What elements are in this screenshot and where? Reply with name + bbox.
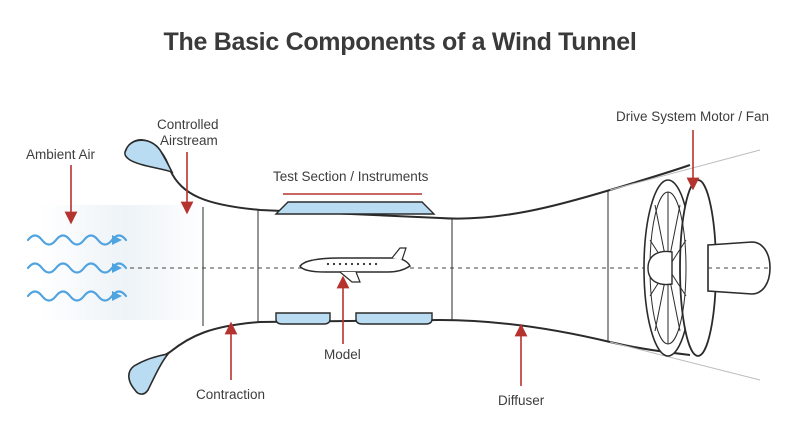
- label-test-section: Test Section / Instruments: [273, 169, 429, 184]
- ambient-air-waves: [26, 234, 128, 302]
- model-airplane: [299, 247, 411, 283]
- intake-haze: [40, 205, 210, 320]
- diffuser-guide-lower: [609, 341, 761, 381]
- label-controlled-line1: Controlled: [157, 117, 219, 132]
- lower-intake-lip: [128, 352, 170, 395]
- diagram-title: The Basic Components of a Wind Tunnel: [163, 28, 637, 56]
- upper-instrument-panel: [274, 201, 436, 215]
- lower-instrument-panel-left: [275, 312, 331, 325]
- diffuser-guide-upper: [609, 149, 761, 191]
- lower-instrument-panel-right: [355, 312, 433, 325]
- motor-housing: [707, 241, 771, 295]
- label-ambient-air: Ambient Air: [26, 147, 96, 162]
- label-drive-system: Drive System Motor / Fan: [616, 109, 770, 124]
- tunnel-lower-wall: [132, 318, 691, 391]
- upper-intake-lip: [124, 139, 174, 174]
- wave-arrowheads: [112, 235, 122, 301]
- drive-fan: [643, 179, 771, 357]
- label-model: Model: [324, 347, 361, 362]
- label-diffuser: Diffuser: [498, 393, 545, 408]
- label-contraction: Contraction: [196, 387, 266, 402]
- label-controlled-line2: Airstream: [160, 133, 218, 148]
